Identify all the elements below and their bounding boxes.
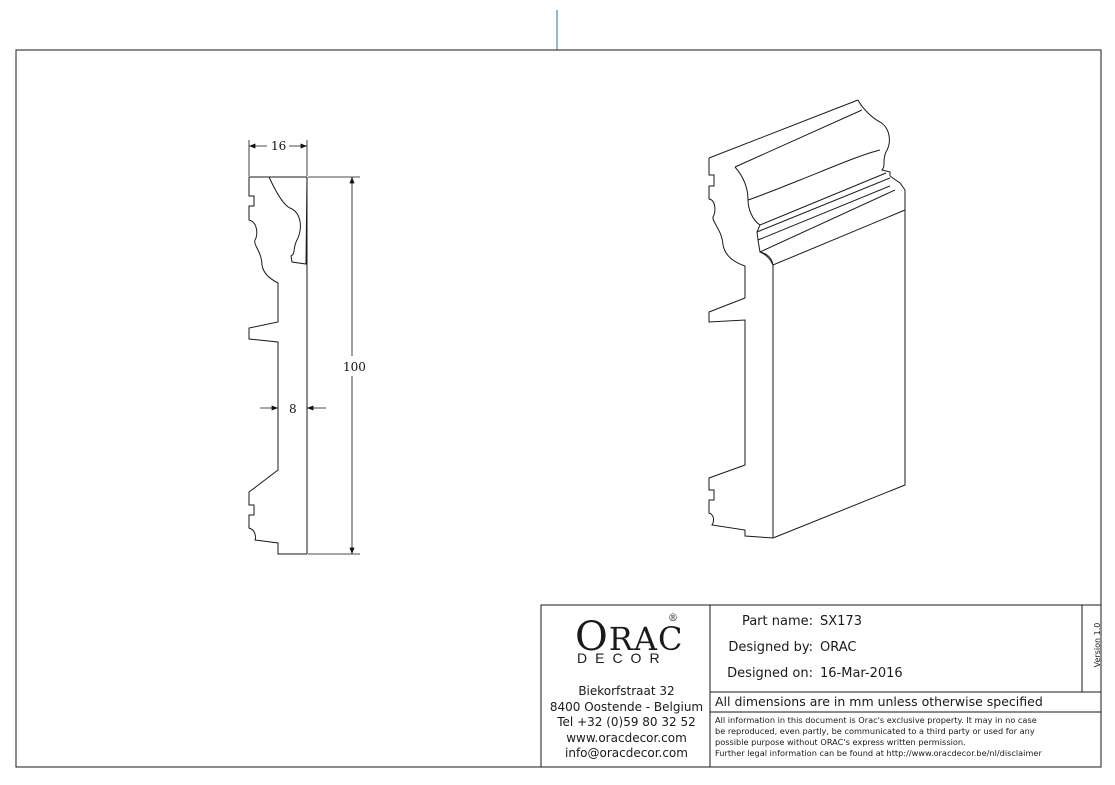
phone-line: Tel +32 (0)59 80 32 52 — [557, 715, 696, 729]
part-name-label: Part name: — [741, 614, 813, 629]
part-name-value: SX173 — [820, 614, 862, 629]
company-address: Biekorfstraat 32 8400 Oostende - Belgium… — [543, 684, 710, 762]
dimension-width-label: 16 — [271, 139, 286, 153]
designed-by-value: ORAC — [820, 640, 857, 655]
company-logo-subtitle: DECOR — [577, 650, 668, 666]
company-logo-text: ORAC — [575, 614, 684, 660]
legal-notice: All information in this document is Orac… — [715, 715, 1085, 759]
dimension-width — [248, 140, 308, 176]
legal-disclaimer-line: Further legal information can be found a… — [715, 748, 1042, 758]
registered-mark: ® — [668, 613, 678, 624]
designed-by-label: Designed by: — [728, 640, 813, 655]
sheet-border — [15, 49, 1102, 768]
legal-line: be reproduced, even partly, be communica… — [715, 726, 1035, 736]
legal-line: possible purpose without ORAC's express … — [715, 737, 966, 747]
dimension-height — [308, 176, 360, 555]
dimension-thickness-label: 8 — [289, 402, 297, 416]
dimensions-note: All dimensions are in mm unless otherwis… — [715, 694, 1043, 709]
company-logo: ORAC — [575, 614, 683, 660]
legal-line: All information in this document is Orac… — [715, 715, 1037, 725]
designed-on-value: 16-Mar-2016 — [820, 666, 903, 681]
version-label: Version 1.0 — [1092, 622, 1102, 668]
email-line: info@oracdecor.com — [565, 746, 688, 760]
isometric-view — [708, 99, 906, 539]
profile-section-view — [248, 176, 308, 555]
address-line: 8400 Oostende - Belgium — [549, 699, 704, 714]
website-line: www.oracdecor.com — [566, 730, 687, 745]
dimension-height-label: 100 — [343, 360, 366, 374]
title-block-frame — [540, 604, 1102, 768]
designed-on-label: Designed on: — [727, 666, 813, 681]
address-line: Biekorfstraat 32 — [578, 684, 675, 698]
